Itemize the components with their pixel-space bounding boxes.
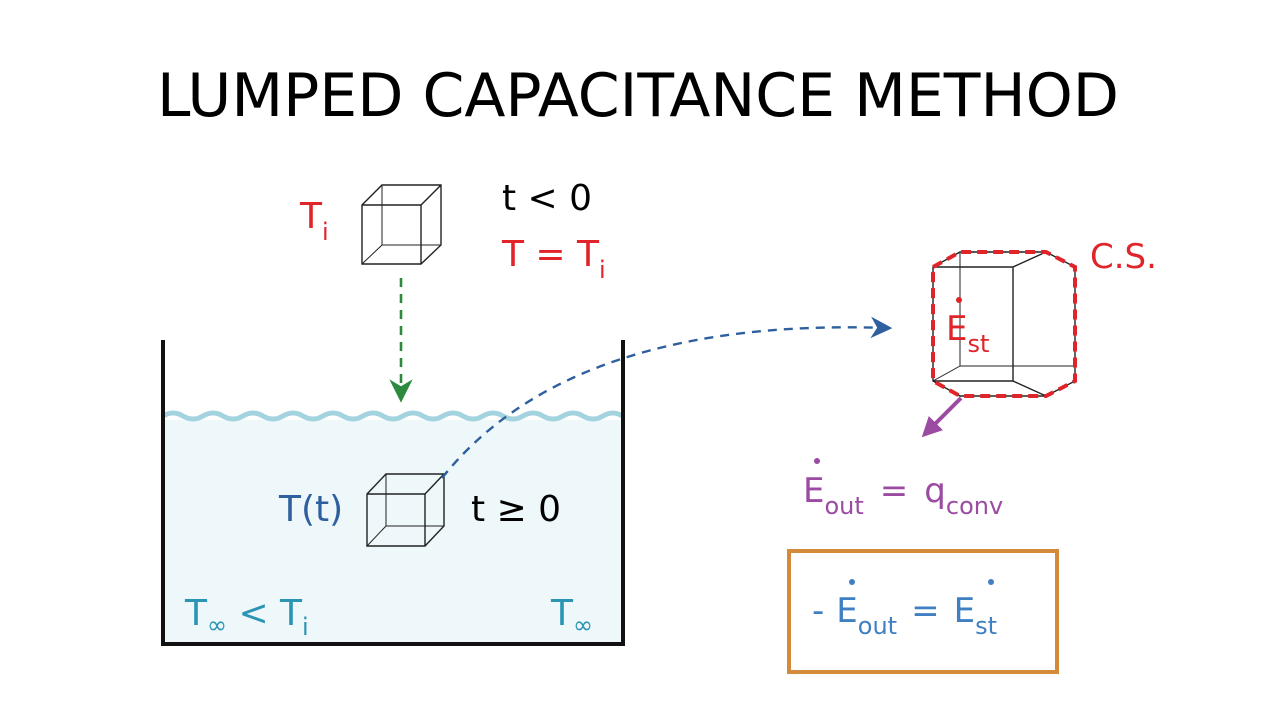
- stored-energy-sub: st: [967, 330, 989, 358]
- balance-rhs-sub: st: [975, 612, 997, 640]
- balance-minus: -: [812, 591, 824, 631]
- initial-temperature-equation: T = Ti: [501, 234, 606, 284]
- energy-out-rhs-main: q: [924, 471, 946, 511]
- tank-water: [163, 420, 622, 642]
- initial-eq-main: T = T: [501, 234, 600, 275]
- initial-cube: [361, 184, 442, 265]
- control-surface-boundary: [931, 250, 1077, 398]
- energy-out-dot: [814, 458, 820, 464]
- stored-energy-dot: [956, 297, 962, 303]
- balance-rhs-main: E: [954, 591, 975, 631]
- balance-lhs-sub: out: [858, 612, 897, 640]
- energy-out-equals: =: [880, 471, 909, 511]
- stored-energy-label: Est: [946, 309, 989, 358]
- fluid-temperature-condition: T∞ < Ti: [184, 593, 309, 641]
- balance-lhs-dot: [849, 579, 855, 585]
- initial-temperature-label: Ti: [299, 196, 329, 246]
- fluid-cond-sub2: i: [302, 613, 309, 641]
- energy-balance-box: [787, 549, 1059, 674]
- immersed-cube: [366, 473, 445, 547]
- fluid-cond-main: T: [184, 593, 208, 634]
- balance-rhs-dot: [988, 579, 994, 585]
- initial-eq-sub: i: [599, 256, 606, 284]
- transient-temperature-label: T(t): [278, 489, 343, 530]
- fluid-cond-mid: < T: [227, 593, 303, 634]
- energy-out-arrow: [921, 396, 963, 438]
- water-surface-wave: [161, 410, 624, 422]
- tank-walls: [161, 340, 625, 646]
- energy-out-equation: Eout = qconv: [803, 471, 1003, 520]
- balance-lhs-main: E: [836, 591, 857, 631]
- initial-temp-sub: i: [322, 218, 329, 246]
- control-surface-arrow: [441, 316, 893, 479]
- page-title: LUMPED CAPACITANCE METHOD: [157, 61, 1119, 131]
- initial-temp-main: T: [299, 196, 323, 237]
- transient-time-condition: t ≥ 0: [471, 489, 561, 530]
- initial-time-condition: t < 0: [502, 178, 592, 219]
- energy-out-main: E: [803, 471, 824, 511]
- fluid-temperature-label: T∞: [550, 593, 593, 639]
- fluid-cond-sub: ∞: [207, 611, 227, 639]
- energy-balance-equation: -Eout=Est: [812, 591, 997, 640]
- stored-energy-main: E: [946, 309, 967, 349]
- fluid-temp-main: T: [550, 593, 574, 634]
- energy-out-sub: out: [824, 492, 863, 520]
- energy-out-rhs-sub: conv: [946, 492, 1003, 520]
- control-surface-cube: [931, 250, 1077, 398]
- balance-equals: =: [911, 591, 940, 631]
- fluid-temp-sub: ∞: [573, 611, 593, 639]
- control-surface-label: C.S.: [1090, 237, 1157, 277]
